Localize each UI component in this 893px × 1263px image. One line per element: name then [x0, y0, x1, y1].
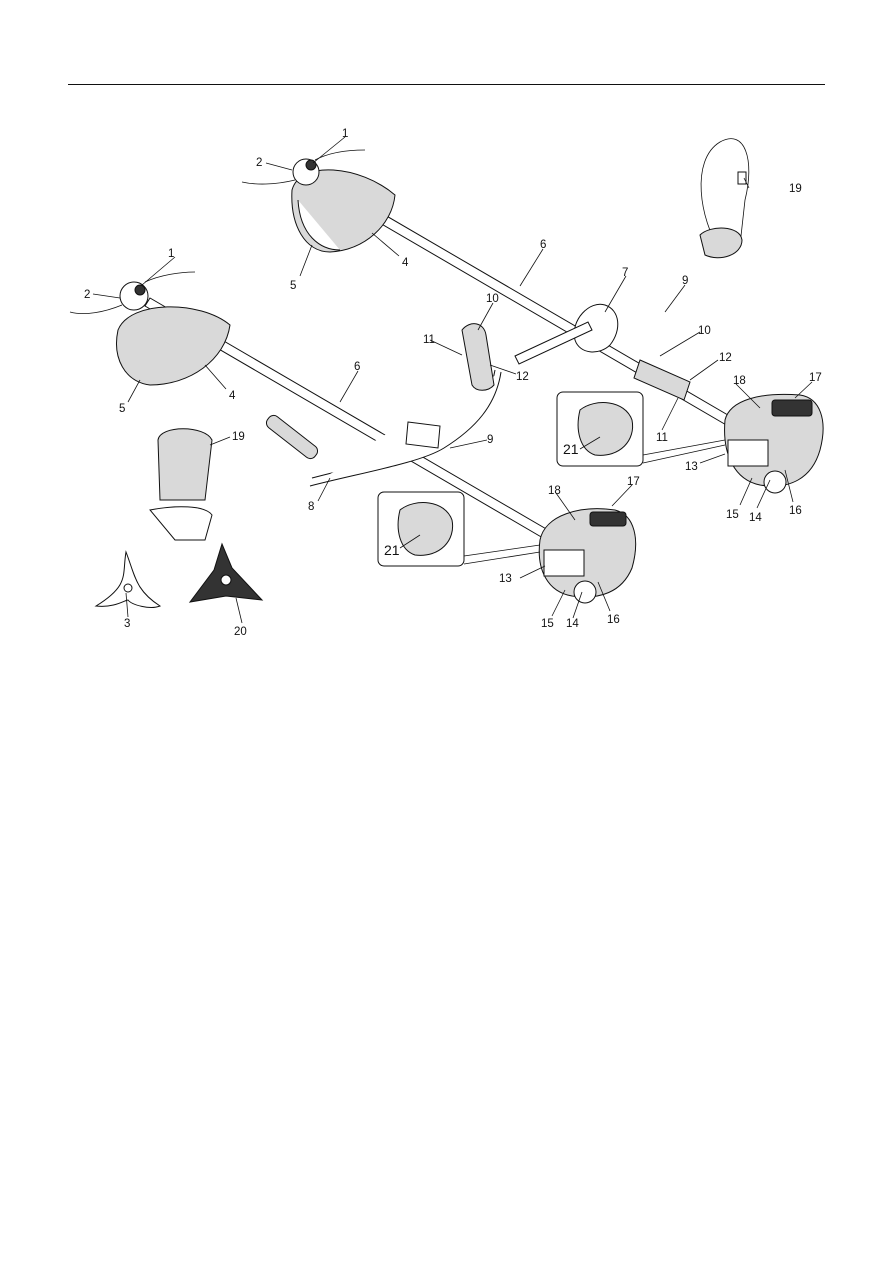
callout-19-lower: 19 [232, 431, 245, 443]
callout-12-lower: 12 [516, 371, 529, 383]
callout-numbers: 1 2 4 5 6 7 9 10 12 11 18 17 13 15 14 16… [84, 128, 822, 638]
callout-17-upper: 17 [809, 372, 822, 384]
callout-2-lower: 2 [84, 289, 90, 301]
upper-machine [241, 138, 824, 494]
callout-12-upper: 12 [719, 352, 732, 364]
callout-5-lower: 5 [119, 403, 125, 415]
lower-grass-guard [116, 306, 231, 386]
callout-1-lower: 1 [168, 248, 174, 260]
upper-throttle-grip [633, 359, 691, 401]
callout-10-lower: 10 [486, 293, 499, 305]
lower-cutting-line [69, 304, 123, 314]
leader-lines [92, 136, 813, 624]
callout-13-upper: 13 [685, 461, 698, 473]
callout-9-upper: 9 [682, 275, 688, 287]
callout-11-lower: 11 [423, 334, 435, 346]
callout-16-lower: 16 [607, 614, 620, 626]
upper-starter [763, 470, 787, 494]
tri-blade [188, 542, 264, 603]
callout-14-lower: 14 [566, 618, 579, 630]
callout-4-upper: 4 [402, 257, 409, 269]
callout-17-lower: 17 [627, 476, 640, 488]
callout-19-upper: 19 [789, 183, 802, 195]
grass-blade [94, 550, 162, 608]
callout-18-upper: 18 [733, 375, 746, 387]
callout-6-lower: 6 [354, 361, 360, 373]
upper-cutting-line [241, 179, 296, 185]
callout-15-lower: 15 [541, 618, 554, 630]
upper-rear-grip [514, 321, 593, 365]
lower-starter [573, 580, 597, 604]
callout-11-upper: 11 [656, 432, 668, 444]
callout-13-lower: 13 [499, 573, 512, 585]
callout-1-upper: 1 [342, 128, 348, 140]
callout-10-upper: 10 [698, 325, 711, 337]
upper-shoulder-strap [700, 138, 750, 251]
callout-9-lower: 9 [487, 434, 493, 446]
lower-harness [157, 428, 213, 501]
callout-2-upper: 2 [256, 157, 262, 169]
callout-4-lower: 4 [229, 390, 236, 402]
lower-machine [69, 271, 637, 608]
callout-21-upper: 21 [563, 441, 579, 457]
callout-3: 3 [124, 618, 130, 630]
callout-18-lower: 18 [548, 485, 561, 497]
callout-6-upper: 6 [540, 239, 546, 251]
header-rule [68, 84, 825, 85]
callout-16-upper: 16 [789, 505, 802, 517]
callout-5-upper: 5 [290, 280, 296, 292]
callout-20: 20 [234, 626, 247, 638]
callout-7: 7 [622, 267, 628, 279]
callout-15-upper: 15 [726, 509, 739, 521]
callout-21-lower: 21 [384, 542, 400, 558]
callout-8: 8 [308, 501, 314, 513]
bike-left-grip [265, 414, 319, 460]
loop-handle [573, 303, 619, 353]
handle-clamp [405, 421, 441, 449]
callout-14-upper: 14 [749, 512, 762, 524]
bike-right-grip [461, 323, 495, 391]
